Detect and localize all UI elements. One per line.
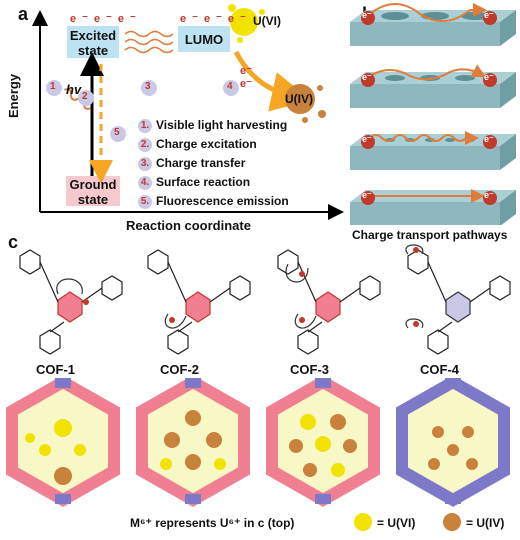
panel-b-caption: Charge transport pathways	[352, 228, 508, 242]
b-electron-4b: e⁻	[484, 190, 494, 200]
cof-1-label: COF-1	[36, 362, 75, 377]
b-electron-2a: e⁻	[362, 72, 372, 82]
excited-electrons: e⁻e⁻e⁻	[70, 13, 142, 25]
legend-item-5: 5.Fluorescence emission	[138, 192, 289, 211]
b-electron-1b: e⁻	[484, 10, 494, 20]
panel-a-letter: a	[18, 4, 29, 24]
step-marker-2: 2	[82, 91, 88, 102]
light-wave-icon	[64, 88, 92, 110]
uvi-label: U(VI)	[253, 14, 281, 28]
pore-cof-2	[136, 378, 250, 507]
surface-electrons: e⁻e⁻	[240, 65, 252, 90]
step-marker-1: 1	[50, 81, 56, 92]
cof-2-structure	[147, 249, 251, 355]
legend-item-1: 1.Visible light harvesting	[138, 116, 289, 135]
uvi-ball	[230, 8, 258, 36]
hv-label: hv	[66, 82, 82, 97]
step-marker-4: 4	[227, 81, 233, 92]
step-marker-5: 5	[114, 127, 120, 138]
channel-1	[350, 3, 516, 46]
cof-1-structure	[19, 249, 123, 355]
surface-reaction-arrow	[233, 50, 312, 112]
legend-item-4: 4.Surface reaction	[138, 173, 289, 192]
pore-cof-1	[6, 378, 120, 507]
b-electron-3b: e⁻	[484, 134, 494, 144]
reaction-axis-label: Reaction coordinate	[126, 218, 251, 233]
cof-2-label: COF-2	[160, 362, 199, 377]
channel-4	[350, 189, 516, 225]
cof-3-structure	[277, 249, 381, 355]
channel-2	[350, 64, 516, 108]
b-electron-3a: e⁻	[362, 134, 372, 144]
transfer-wave-2	[124, 38, 174, 46]
legend-item-2: 2.Charge excitation	[138, 135, 289, 154]
uiv-label: U(IV)	[285, 92, 313, 106]
pore-cof-3	[266, 378, 380, 507]
cof-structures	[19, 244, 511, 355]
transfer-wave-1	[124, 30, 174, 38]
channel-3	[350, 131, 516, 170]
b-electron-1a: e⁻	[362, 10, 372, 20]
uiv-legend-ball	[443, 513, 461, 531]
lumo-box	[178, 26, 230, 52]
uvi-legend-ball	[354, 513, 372, 531]
lumo-electrons: e⁻e⁻e⁻	[180, 13, 252, 25]
pore-cof-4	[396, 378, 510, 507]
uiv-ball	[285, 84, 315, 114]
energy-axis-label: Energy	[6, 73, 21, 118]
cof-3-label: COF-3	[290, 362, 329, 377]
lumo-label: LUMO	[184, 32, 224, 47]
uvi-legend-label: = U(VI)	[377, 516, 416, 530]
legend-item-3: 3.Charge transfer	[138, 154, 289, 173]
cof-4-label: COF-4	[420, 362, 459, 377]
uiv-legend-label: = U(IV)	[466, 516, 505, 530]
b-electron-2b: e⁻	[484, 72, 494, 82]
transfer-wave-3	[124, 46, 174, 54]
cof-4-structure	[405, 244, 511, 355]
panel-c-footnote: M⁶⁺ represents U⁶⁺ in c (top)	[130, 516, 295, 530]
panel-c-letter: c	[8, 232, 19, 252]
channel-diagram	[350, 3, 516, 225]
b-electron-4a: e⁻	[362, 190, 372, 200]
framework-pores	[6, 378, 510, 507]
step-marker-3: 3	[145, 81, 151, 92]
process-legend: 1.Visible light harvesting 2.Charge exci…	[138, 116, 289, 211]
